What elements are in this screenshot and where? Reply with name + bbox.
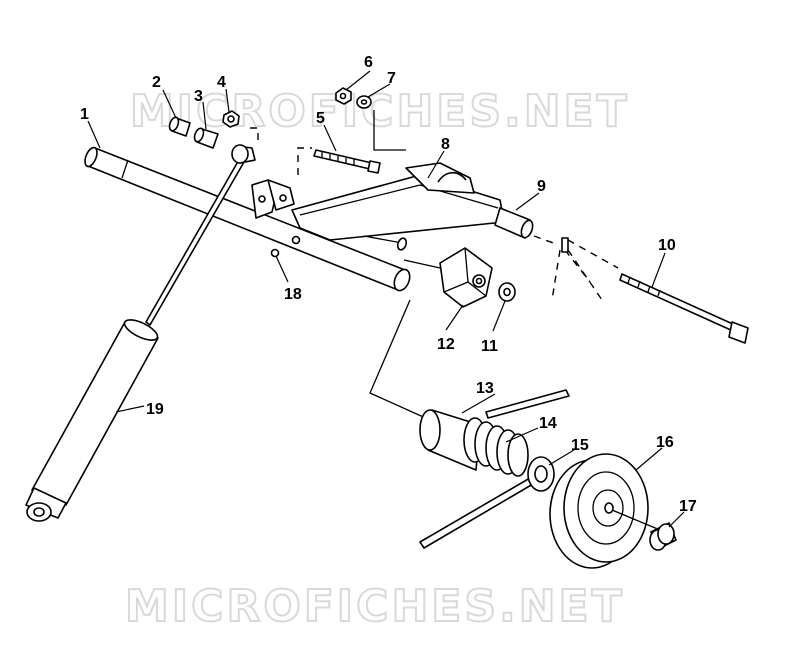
part-17-bearing[interactable] (649, 522, 677, 551)
shaft-bracket (251, 179, 295, 219)
part-6-nut[interactable] (335, 87, 352, 105)
callout-3: 3 (194, 88, 203, 105)
block-guide-line (403, 259, 441, 269)
callout-7: 7 (387, 70, 396, 87)
callout-10: 10 (658, 237, 676, 254)
callout-17: 17 (679, 498, 697, 515)
leader-lines (87, 70, 685, 528)
part-16-wheel[interactable] (549, 453, 649, 569)
part-8-a-arm[interactable] (291, 162, 505, 251)
watermark-top: MICROFICHES.NET (130, 86, 630, 137)
washer-guide-line (373, 110, 406, 151)
part-12-block[interactable] (439, 247, 493, 308)
part-4-nut[interactable] (222, 110, 240, 128)
spring-guide-line (369, 299, 431, 421)
part-19-shock-absorber[interactable] (25, 157, 245, 522)
callout-12: 12 (437, 336, 455, 353)
part-3-bushing[interactable] (193, 127, 219, 149)
bolt-guide-dash (297, 147, 312, 175)
part-10-long-bolt[interactable] (619, 273, 749, 344)
part-15-washer[interactable] (527, 456, 555, 492)
callout-2: 2 (152, 74, 161, 91)
part-5-bolt[interactable] (313, 149, 381, 174)
callout-15: 15 (571, 437, 589, 454)
callout-11: 11 (481, 338, 498, 355)
part-11-washer[interactable] (498, 282, 516, 302)
part-14-spring[interactable] (463, 417, 529, 477)
callout-16: 16 (656, 434, 674, 451)
callout-4: 4 (217, 74, 226, 91)
callout-14: 14 (539, 415, 557, 432)
bolt-washer-guides (533, 235, 619, 301)
part-9-pivot-shaft[interactable] (494, 207, 535, 239)
callout-13: 13 (476, 380, 494, 397)
shock-top-eye (231, 127, 259, 164)
callout-18: 18 (284, 286, 302, 303)
part-7-washer[interactable] (356, 95, 372, 109)
part-18-fastener[interactable] (270, 235, 301, 258)
callout-6: 6 (364, 54, 373, 71)
wheel-axle-line (611, 509, 661, 531)
callout-9: 9 (537, 178, 546, 195)
callout-labels: 1 2 3 4 5 6 7 8 9 10 11 12 13 14 15 16 1… (80, 54, 697, 515)
callout-5: 5 (316, 110, 325, 127)
callout-19: 19 (146, 401, 164, 418)
part-2-bushing[interactable] (168, 116, 191, 137)
watermark-bottom: MICROFICHES.NET (125, 581, 625, 632)
callout-1: 1 (80, 106, 89, 123)
callout-8: 8 (441, 136, 450, 153)
